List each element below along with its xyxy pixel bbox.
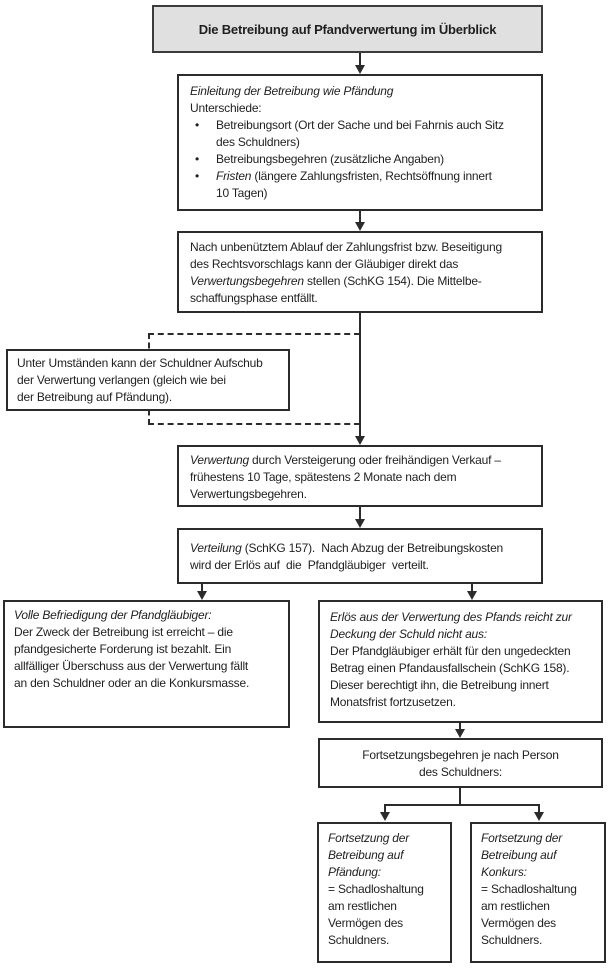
erloes-heading: Erlös aus der Verwertung des Pfands reic… — [330, 610, 572, 641]
bullet-3-text: (längere Zahlungsfristen, Rechtsöffnung … — [216, 169, 492, 200]
volle-heading: Volle Befriedigung der Pfandgläubiger: — [14, 608, 212, 622]
branch-right-stub-line — [538, 804, 540, 813]
branch-right-arrowhead — [534, 812, 544, 821]
connector-verteilung-erloes-line — [471, 584, 473, 592]
connector-title-einleitung-line — [359, 53, 361, 66]
bullet-glyph: • — [195, 169, 200, 183]
branch-left-arrowhead — [380, 812, 390, 821]
connector-verwertung-verteilung-line — [359, 507, 361, 520]
volle-body: Der Zweck der Betreibung ist erreicht – … — [14, 625, 250, 690]
verwertungsbegehren-box: Nach unbenütztem Ablauf der Zahlungsfris… — [177, 231, 543, 313]
verwertungsbegehren-text-italic: Verwertungsbegehren — [190, 274, 304, 288]
pfaendung-heading: Fortsetzung der Betreibung auf Pfändung: — [328, 831, 410, 879]
bullet-glyph: • — [195, 118, 200, 132]
einleitung-label: Unterschiede: — [190, 101, 262, 115]
connector-verwertungsbegehren-verwertung-line — [359, 313, 361, 437]
erloes-box: Erlös aus der Verwertung des Pfands reic… — [318, 600, 603, 723]
bullet-item: • Betreibungsbegehren (zusätzliche Angab… — [190, 151, 530, 168]
pfaendung-body: = Schadloshaltung am restlichen Vermögen… — [328, 882, 424, 947]
branch-left-stub-line — [384, 804, 386, 813]
bullet-3-lead: Fristen — [216, 169, 252, 183]
verwertung-box: Verwertung durch Versteigerung oder frei… — [177, 445, 543, 507]
einleitung-box: Einleitung der Betreibung wie Pfändung U… — [177, 74, 543, 211]
branch-stem-line — [459, 788, 461, 806]
connector-einleitung-verwertungsbegehren-arrowhead — [355, 222, 365, 231]
branch-horizontal-line — [384, 804, 540, 806]
title-box: Die Betreibung auf Pfandverwertung im Üb… — [152, 5, 543, 53]
verteilung-text-post: (SchKG 157). Nach Abzug der Betreibungsk… — [190, 541, 504, 572]
connector-erloes-fortsetzungsbegehren-line — [459, 723, 461, 731]
fortsetzungsbegehren-text: Fortsetzungsbegehren je nach Person des … — [362, 748, 559, 779]
diagram-title: Die Betreibung auf Pfandverwertung im Üb… — [198, 21, 497, 37]
verteilung-text-italic: Verteilung — [190, 541, 242, 555]
connector-verwertung-verteilung-arrowhead — [355, 519, 365, 528]
bullet-2-text: Betreibungsbegehren (zusätzliche Angaben… — [216, 152, 444, 166]
fortsetzungsbegehren-box: Fortsetzungsbegehren je nach Person des … — [318, 738, 603, 788]
verwertungsbegehren-text-post: stellen (SchKG 154). Die Mittelbe- schaf… — [190, 274, 482, 305]
connector-verwertungsbegehren-verwertung-arrowhead — [355, 436, 365, 445]
bullet-glyph: • — [195, 152, 200, 166]
connector-einleitung-verwertungsbegehren-line — [359, 211, 361, 223]
konkurs-heading: Fortsetzung der Betreibung auf Konkurs: — [481, 831, 563, 879]
verwertung-text-post: durch Versteigerung oder freihändigen Ve… — [190, 453, 501, 501]
fortsetzung-pfaendung-box: Fortsetzung der Betreibung auf Pfändung:… — [317, 822, 452, 963]
einleitung-heading: Einleitung der Betreibung wie Pfändung — [190, 84, 394, 98]
fortsetzung-konkurs-box: Fortsetzung der Betreibung auf Konkurs: … — [470, 822, 606, 963]
connector-verteilung-volle-line — [201, 584, 203, 592]
aufschub-text: Unter Umständen kann der Schuldner Aufsc… — [17, 356, 263, 404]
verwertungsbegehren-text-pre: Nach unbenütztem Ablauf der Zahlungsfris… — [190, 240, 502, 271]
aufschub-box: Unter Umständen kann der Schuldner Aufsc… — [6, 349, 290, 411]
verwertung-text-italic: Verwertung — [190, 453, 249, 467]
erloes-body: Der Pfandgläubiger erhält für den ungede… — [330, 644, 571, 709]
connector-erloes-fortsetzungsbegehren-arrowhead — [455, 729, 465, 738]
bullet-1-text: Betreibungsort (Ort der Sache und bei Fa… — [216, 118, 504, 149]
verteilung-box: Verteilung (SchKG 157). Nach Abzug der B… — [177, 528, 543, 584]
bullet-item: • Fristen (längere Zahlungsfristen, Rech… — [190, 168, 530, 202]
bullet-item: • Betreibungsort (Ort der Sache und bei … — [190, 117, 530, 151]
connector-verteilung-volle-arrowhead — [197, 591, 207, 600]
volle-befriedigung-box: Volle Befriedigung der Pfandgläubiger: D… — [3, 600, 290, 728]
konkurs-body: = Schadloshaltung am restlichen Vermögen… — [481, 882, 577, 947]
connector-verteilung-erloes-arrowhead — [467, 591, 477, 600]
connector-title-einleitung-arrowhead — [355, 65, 365, 74]
